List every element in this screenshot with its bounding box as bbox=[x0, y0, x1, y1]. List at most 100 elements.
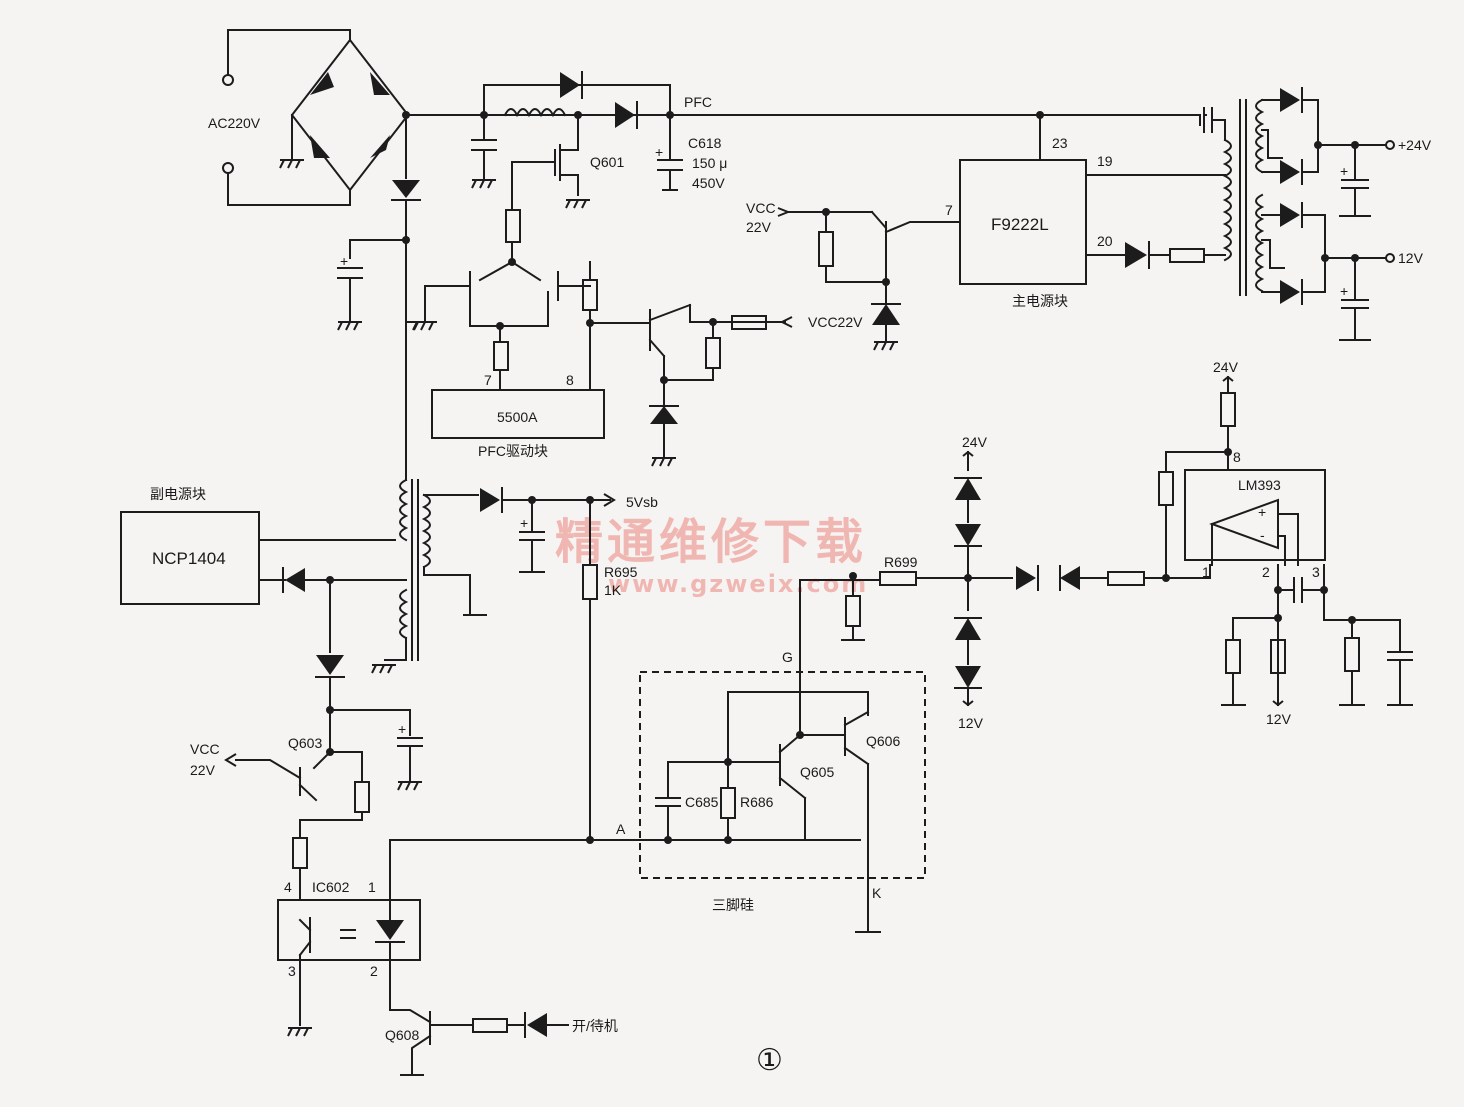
oc-label: IC602 bbox=[312, 879, 350, 895]
diode-icon bbox=[480, 488, 500, 512]
resistor-icon bbox=[1344, 637, 1360, 672]
diode-icon bbox=[1125, 242, 1147, 268]
on-standby-label: 开/待机 bbox=[572, 1018, 618, 1034]
main-transformer-primary bbox=[1222, 138, 1232, 262]
optocoupler-ic602 bbox=[277, 899, 421, 961]
ground-icon bbox=[337, 321, 362, 331]
comparator-lm393 bbox=[1184, 469, 1326, 561]
vcc22v-input-label: VCC22V bbox=[808, 314, 863, 330]
terminal-12v bbox=[1385, 253, 1395, 263]
c618-capacitance: 150 μ bbox=[692, 155, 727, 171]
comparator-symbol bbox=[1209, 498, 1279, 550]
diode-icon bbox=[285, 568, 305, 592]
resistor-icon bbox=[354, 781, 370, 813]
arrow-icon bbox=[603, 493, 616, 507]
arrow-icon bbox=[962, 700, 974, 707]
svg-text:+: + bbox=[340, 253, 348, 269]
vcc-sb-voltage: 22V bbox=[190, 762, 216, 778]
standby-supply-block: 副电源块 NCP1404 5Vsb + R695 1K + bbox=[120, 478, 861, 1076]
cmp-pin3: 3 bbox=[1312, 564, 1320, 580]
scr-dashed-frame bbox=[639, 671, 926, 879]
cmp-pin2: 2 bbox=[1262, 564, 1270, 580]
pfc-stage: PFC + C618 150 μ 450V Q601 5500A 7 bbox=[412, 71, 863, 467]
zener-diode-icon bbox=[955, 524, 981, 546]
ground-icon bbox=[287, 1027, 312, 1037]
pfc-ic-name: 5500A bbox=[497, 409, 538, 425]
zener-diode-icon bbox=[872, 304, 900, 325]
ground-icon bbox=[412, 321, 437, 331]
ground-icon bbox=[371, 664, 396, 674]
cmp-bias-label: 12V bbox=[1266, 711, 1292, 727]
svg-text:+: + bbox=[520, 515, 528, 531]
ac-terminal-bottom bbox=[222, 162, 234, 174]
zener-diode-icon bbox=[650, 406, 678, 424]
ac-terminal-top bbox=[222, 74, 234, 86]
svg-text:+: + bbox=[1340, 283, 1348, 299]
watermark-chinese: 精通维修下载 bbox=[555, 514, 867, 570]
led-diode-icon bbox=[376, 920, 404, 940]
light-arrow-icon bbox=[340, 929, 356, 939]
c618-label: C618 bbox=[688, 135, 722, 151]
zener-top-label: 24V bbox=[962, 434, 988, 450]
diode-icon bbox=[1060, 566, 1080, 590]
main-ic-pin19: 19 bbox=[1097, 153, 1113, 169]
r686-label: R686 bbox=[740, 794, 774, 810]
diode-icon bbox=[316, 655, 344, 675]
main-ic-pin20: 20 bbox=[1097, 233, 1113, 249]
bridge-diode-icon bbox=[310, 72, 390, 158]
arrow-icon bbox=[779, 316, 793, 328]
resistor-icon bbox=[1270, 639, 1286, 674]
r695-value: 1K bbox=[604, 582, 622, 598]
q608-label: Q608 bbox=[385, 1027, 419, 1043]
terminal-24v bbox=[1385, 140, 1395, 150]
resistor-icon bbox=[731, 315, 767, 330]
diode-icon bbox=[1280, 88, 1300, 112]
cmp-pin8: 8 bbox=[1233, 449, 1241, 465]
r695-label: R695 bbox=[604, 564, 638, 580]
q603-label: Q603 bbox=[288, 735, 322, 751]
ground-icon bbox=[873, 341, 898, 351]
svg-text:+: + bbox=[655, 144, 663, 160]
q601-label: Q601 bbox=[590, 154, 624, 170]
diode-icon bbox=[392, 180, 420, 198]
ground-icon bbox=[279, 159, 304, 169]
scr-block-label: 三脚硅 bbox=[712, 897, 754, 913]
vcc-sb-label: VCC bbox=[190, 741, 220, 757]
zener-diode-icon bbox=[955, 618, 981, 640]
resistor-icon bbox=[818, 231, 834, 267]
main-block-label: 主电源块 bbox=[1012, 293, 1068, 309]
main-ic-pin7: 7 bbox=[945, 202, 953, 218]
ac-input-and-bridge-rectifier: AC220V + bbox=[208, 29, 1201, 481]
pfc-ic-pin7: 7 bbox=[484, 372, 492, 388]
scr-protection-block: 三脚硅 G K Q605 Q606 C685 R686 bbox=[639, 579, 926, 933]
resistor-icon bbox=[1107, 571, 1145, 586]
pfc-block-label: PFC驱动块 bbox=[478, 443, 548, 459]
ground-icon bbox=[651, 457, 676, 467]
resistor-icon bbox=[1225, 639, 1241, 674]
main-supply-block: 23 F9222L 主电源块 VCC 22V 7 19 20 bbox=[746, 87, 1432, 351]
resistor-icon bbox=[1158, 471, 1174, 506]
resistor-r695 bbox=[582, 564, 598, 600]
diode-icon bbox=[560, 72, 580, 98]
pfc-label: PFC bbox=[684, 94, 712, 110]
c685-label: C685 bbox=[685, 794, 719, 810]
diode-icon bbox=[615, 102, 635, 128]
output-5vsb-label: 5Vsb bbox=[626, 494, 658, 510]
ground-icon bbox=[565, 199, 590, 209]
resistor-icon bbox=[705, 337, 721, 369]
vcc-main-voltage: 22V bbox=[746, 219, 772, 235]
arrow-icon bbox=[962, 450, 974, 457]
resistor-icon bbox=[292, 837, 308, 869]
r699-label: R699 bbox=[884, 554, 918, 570]
cmp-ic-name: LM393 bbox=[1238, 477, 1281, 493]
diode-icon bbox=[1016, 566, 1036, 590]
resistor-r686 bbox=[720, 787, 736, 819]
oc-pin1: 1 bbox=[368, 879, 376, 895]
pfc-ic-pin8: 8 bbox=[566, 372, 574, 388]
resistor-icon bbox=[493, 341, 509, 371]
diode-icon bbox=[1280, 160, 1300, 184]
diode-icon bbox=[1280, 280, 1300, 304]
main-ic-name: F9222L bbox=[991, 215, 1049, 234]
